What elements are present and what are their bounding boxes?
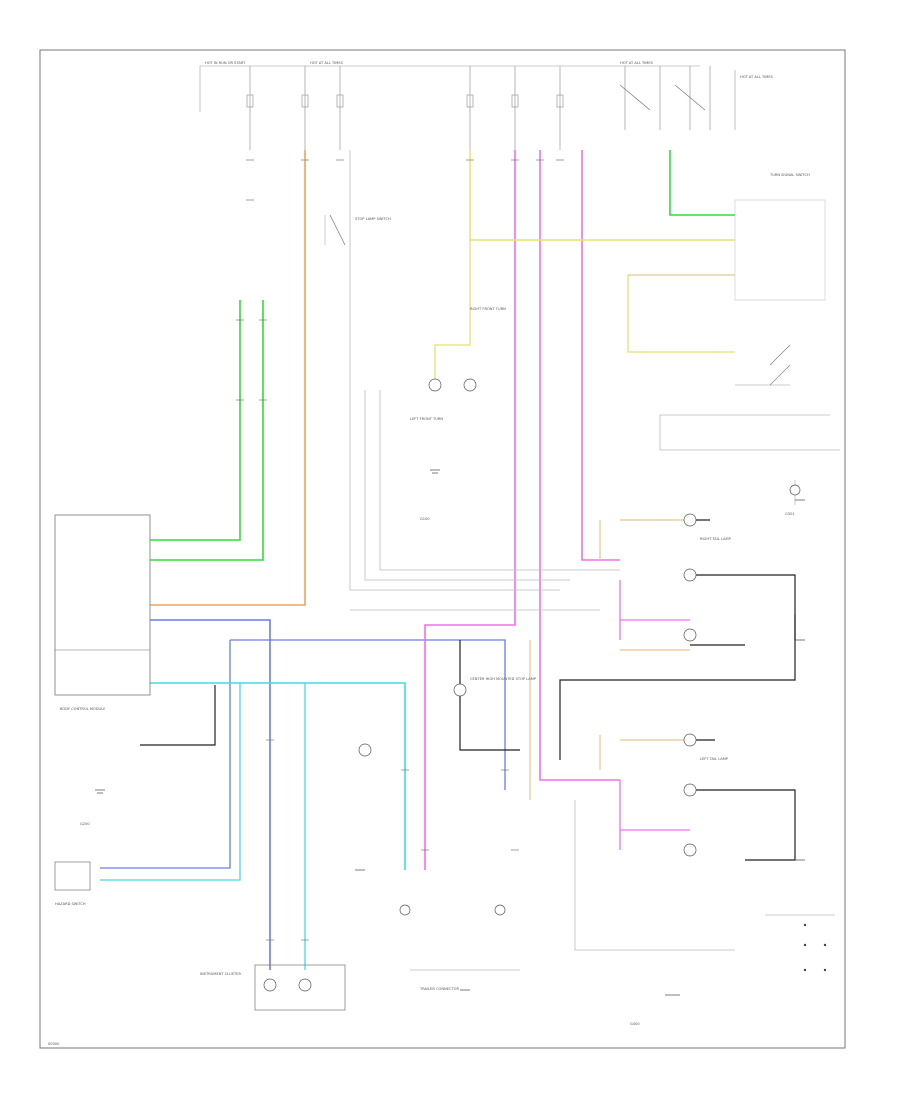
lamp-chmsl (453, 683, 467, 697)
ground-3-label: G301 (785, 512, 795, 516)
instrument-cluster: INSTRUMENT CLUSTER (200, 964, 346, 1011)
footer-code: 00000 (48, 1042, 60, 1046)
wire-magenta-1 (424, 150, 516, 870)
lamp-left-rear-3 (683, 843, 697, 857)
fuse-header-label-3: HOT AT ALL TIMES (620, 61, 654, 65)
relay-box: HOT AT ALL TIMES (619, 70, 774, 130)
lamp-right-rear-1 (683, 513, 697, 527)
lamp-left-front-label: LEFT FRONT TURN (410, 417, 443, 421)
connector-ticks (236, 159, 564, 941)
wire-green-2 (150, 300, 264, 561)
stop-lamp-switch: STOP LAMP SWITCH (324, 214, 391, 246)
lamp-cluster-2 (298, 978, 312, 992)
fuse-block-header: HOT IN RUN OR START HOT AT ALL TIMES HOT… (199, 61, 700, 112)
fuse-header-label: HOT IN RUN OR START (205, 61, 246, 65)
lamp-right-rear-2 (683, 568, 697, 582)
wire-orange (150, 150, 306, 606)
lamp-left-rear-2 (683, 783, 697, 797)
lamp-right-rear-3 (683, 628, 697, 642)
wire-blue-3 (100, 640, 231, 869)
body-control-module: BODY CONTROL MODULE (54, 514, 151, 711)
wire-green-1 (150, 300, 241, 541)
wire-gray-group (349, 150, 840, 971)
wire-black-group (140, 519, 796, 861)
cluster-label: INSTRUMENT CLUSTER (200, 972, 241, 976)
trailer-connector-label: TRAILER CONNECTOR (419, 987, 459, 991)
wire-magenta-3 (581, 150, 620, 561)
right-tail-label: RIGHT TAIL LAMP (700, 537, 732, 541)
fuse-drops (246, 66, 711, 150)
fuse-header-label-2: HOT AT ALL TIMES (310, 61, 344, 65)
wire-green-3 (669, 150, 735, 216)
hazard-switch: HAZARD SWITCH (54, 861, 91, 906)
wire-blue-1 (150, 619, 271, 970)
stop-switch-label: STOP LAMP SWITCH (355, 217, 391, 221)
lamp-right-front-label: RIGHT FRONT TURN (470, 307, 506, 311)
lamp-group (263, 378, 801, 992)
wire-yellow-3 (627, 275, 735, 353)
lamp-low-2 (494, 904, 506, 916)
wire-cyan-2 (100, 683, 241, 881)
turn-switch-label: TURN SIGNAL SWITCH (769, 173, 810, 177)
turn-signal-switch: TURN SIGNAL SWITCH (734, 173, 826, 386)
wire-cyan-1 (150, 682, 406, 870)
lamp-left-rear-1 (683, 733, 697, 747)
ground-2-label: G200 (80, 822, 90, 826)
lamp-right-front (463, 378, 477, 392)
wire-yellow-2 (434, 240, 471, 380)
wire-yellow-1 (469, 150, 735, 241)
left-tail-label: LEFT TAIL LAMP (700, 757, 729, 761)
bcm-label: BODY CONTROL MODULE (60, 707, 106, 711)
hazard-label: HAZARD SWITCH (55, 902, 86, 906)
ground-1-label: G100 (420, 517, 430, 521)
lamp-side (789, 484, 801, 496)
lamp-left-marker (358, 743, 372, 757)
ground-4-label: G400 (630, 1022, 640, 1026)
lamp-low-1 (399, 904, 411, 916)
chmsl-label: CENTER HIGH MOUNTED STOP LAMP (470, 677, 537, 681)
lamp-cluster-1 (263, 978, 277, 992)
wire-blue-2 (230, 639, 506, 790)
lamp-left-front (428, 378, 442, 392)
trailer-pins (803, 923, 827, 972)
wire-magenta-2 (539, 150, 620, 781)
ground-symbols (95, 469, 805, 996)
diagram-frame (39, 49, 846, 1049)
relay-box-label: HOT AT ALL TIMES (740, 75, 774, 79)
